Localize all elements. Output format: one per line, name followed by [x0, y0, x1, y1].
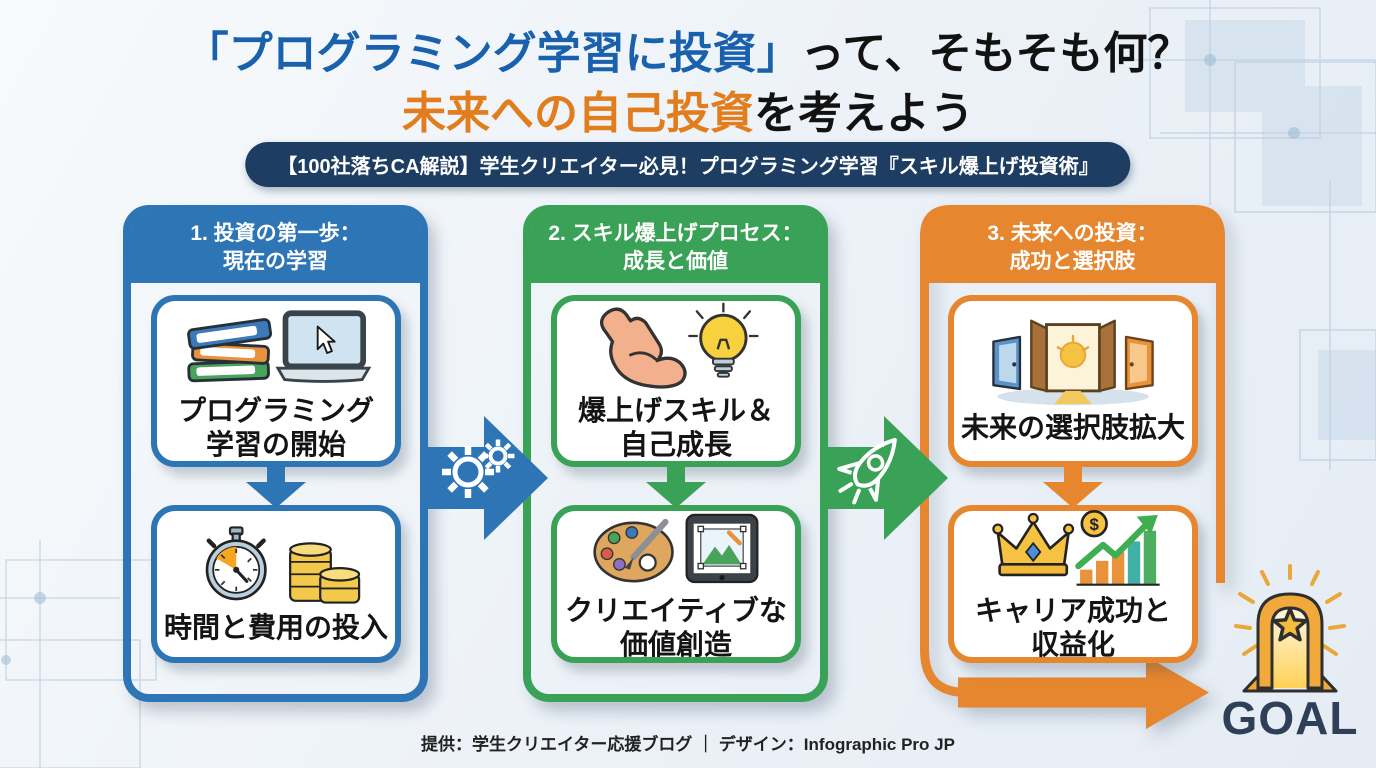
step2-to-step3-arrow [820, 416, 948, 540]
step3-box-future-options: 未来の選択肢拡大 [948, 295, 1198, 467]
step2-box-skill-growth: 爆上げスキル＆ 自己成長 [551, 295, 801, 467]
step2-header-line2: 成長と価値 [623, 250, 728, 273]
step3-header-line2: 成功と選択肢 [1009, 250, 1136, 273]
muscle-lightbulb-icon [599, 302, 759, 389]
step2-down-arrow [646, 465, 706, 508]
step3-down-arrow [1043, 465, 1103, 508]
title-line1-highlight: 「プログラミング学習に投資」 [184, 29, 801, 78]
title-line2-highlight: 未来への自己投資 [402, 89, 754, 138]
title-line2: 未来への自己投資を考えよう [0, 84, 1376, 144]
goal-block: GOAL [1210, 560, 1370, 750]
title-line1-rest: って、そもそも何？ [800, 29, 1192, 78]
step2-header-line1: 2. スキル爆上げプロセス： [548, 221, 803, 245]
step1-box2-label: 時間と費用の投入 [163, 611, 388, 643]
step1-box1-label: プログラミング 学習の開始 [177, 394, 374, 460]
step2-column: 2. スキル爆上げプロセス： 成長と価値 [523, 205, 828, 702]
step3-box-career-success: $ キャリア成功と 収益化 [948, 505, 1198, 663]
footer-credits: 提供：学生クリエイター応援ブログ ｜ デザイン：Infographic Pro … [421, 735, 955, 754]
books-laptop-icon [187, 310, 372, 383]
gears-icon [442, 439, 515, 498]
arrow-head [484, 416, 548, 540]
step1-column: 1. 投資の第一歩： 現在の学習 [123, 205, 428, 702]
step3-column: 3. 未来への投資： 成功と選択肢 [920, 205, 1225, 702]
page-title: 「プログラミング学習に投資」って、そもそも何？ 未来への自己投資を考えよう [0, 24, 1376, 144]
goal-arch-icon [1234, 564, 1346, 693]
subtitle-badge: 【100社落ちCA解説】学生クリエイター必見！プログラミング学習『スキル爆上げ投… [245, 142, 1131, 187]
step3-box2-label: キャリア成功と 収益化 [974, 594, 1171, 660]
open-doors-icon [992, 319, 1154, 406]
step1-header-line2: 現在の学習 [223, 250, 328, 273]
step1-down-arrow [246, 465, 306, 508]
crown-chart-icon: $ [992, 509, 1160, 586]
step2-header: 2. スキル爆上げプロセス： 成長と価値 [531, 213, 820, 283]
step2-box2-label: クリエイティブな 価値創造 [565, 594, 787, 660]
step1-box-time-cost: 時間と費用の投入 [151, 505, 401, 663]
stopwatch-coins-icon [205, 526, 361, 604]
step2-box-creative-value: クリエイティブな 価値創造 [551, 505, 801, 663]
step3-box1-label: 未来の選択肢拡大 [960, 411, 1185, 443]
step1-box-learning-start: プログラミング 学習の開始 [151, 295, 401, 467]
step1-to-step2-arrow [420, 416, 548, 540]
goal-label: GOAL [1221, 692, 1359, 744]
arrow-head [884, 416, 948, 540]
rocket-icon [837, 437, 897, 505]
title-line1: 「プログラミング学習に投資」って、そもそも何？ [0, 24, 1376, 84]
step1-header-line1: 1. 投資の第一歩： [190, 221, 361, 245]
svg-text:$: $ [1090, 515, 1100, 534]
step1-header: 1. 投資の第一歩： 現在の学習 [131, 213, 420, 283]
step2-box1-label: 爆上げスキル＆ 自己成長 [577, 394, 774, 460]
step3-header-line1: 3. 未来への投資： [987, 221, 1158, 245]
title-line2-rest: を考えよう [754, 89, 974, 138]
palette-tablet-icon [593, 513, 759, 583]
step3-header: 3. 未来への投資： 成功と選択肢 [928, 213, 1217, 283]
